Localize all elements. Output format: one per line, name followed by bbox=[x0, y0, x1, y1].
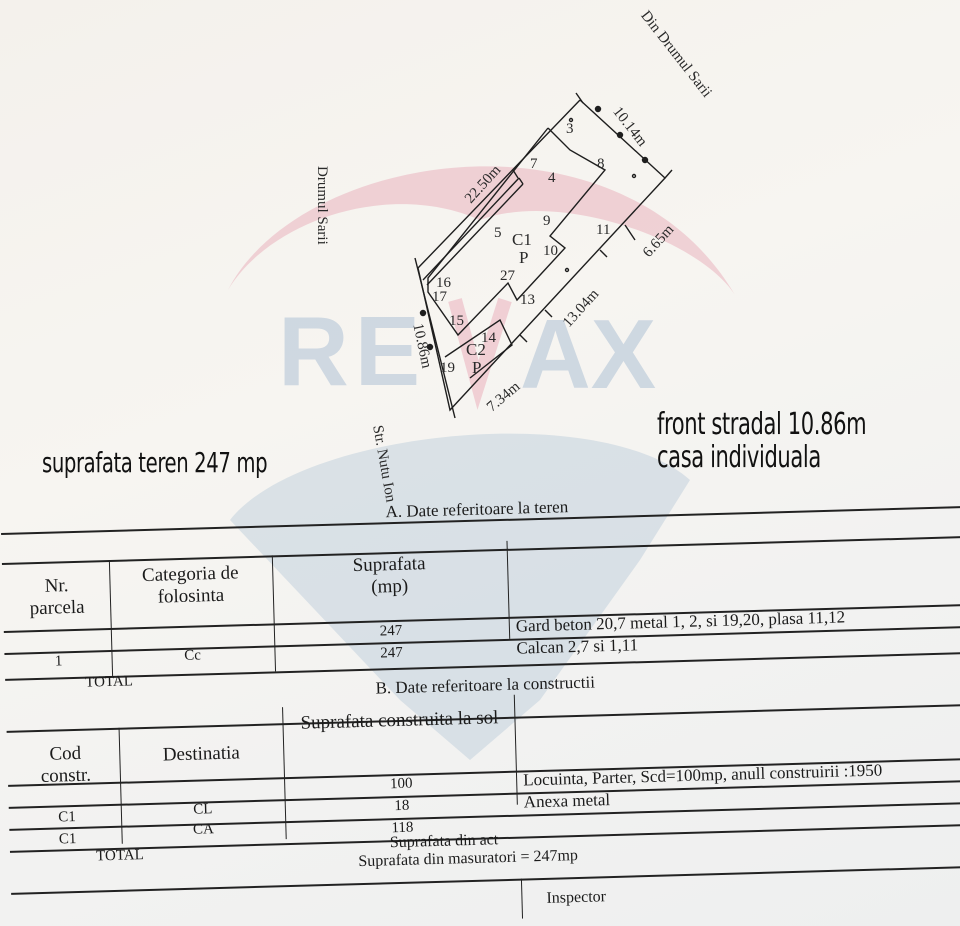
b-row1-destination: CL bbox=[193, 801, 213, 818]
street-front-text: front stradal 10.86m bbox=[657, 407, 867, 442]
section-b-title: B. Date referitoare la constructii bbox=[375, 672, 596, 698]
point-label: 16 bbox=[436, 275, 451, 291]
point-label: 15 bbox=[449, 313, 464, 329]
header-nr-parcela: Nr.parcela bbox=[29, 575, 85, 620]
a-total-label: TOTAL bbox=[85, 673, 134, 691]
point-label: 9 bbox=[543, 213, 551, 229]
b-row2-code: C1 bbox=[58, 831, 77, 848]
header-suprafata-construita: Suprafata construita la sol bbox=[300, 707, 499, 734]
building-c1-outline bbox=[427, 127, 607, 337]
b-row1-note: Locuinta, Parter, Scd=100mp, anull const… bbox=[522, 760, 883, 790]
cadastral-document: A. Date referitoare la teren Nr.parcela … bbox=[0, 468, 960, 926]
point-label: 7 bbox=[530, 156, 538, 172]
building-c1-floor: P bbox=[519, 248, 529, 267]
point-label: 11 bbox=[596, 222, 611, 238]
point-label: 27 bbox=[500, 268, 515, 284]
b-row2-destination: CA bbox=[192, 821, 215, 838]
point-label: 19 bbox=[440, 360, 455, 376]
header-suprafata: Suprafata(mp) bbox=[352, 553, 426, 598]
inspector-label: Inspector bbox=[546, 888, 607, 907]
street-front-caption: front stradal 10.86m casa individuala bbox=[657, 407, 867, 475]
parcel-boundary bbox=[417, 99, 666, 412]
b-row2-note: Anexa metal bbox=[523, 790, 611, 812]
a-total-note: Calcan 2,7 si 1,11 bbox=[516, 635, 639, 658]
point-label: 10 bbox=[543, 243, 558, 259]
header-destinatia: Destinatia bbox=[162, 742, 241, 766]
point-label: 5 bbox=[494, 225, 502, 241]
b-row1-code: C1 bbox=[58, 809, 76, 826]
building-c2-outline bbox=[444, 318, 513, 379]
land-area-caption: suprafata teren 247 mp bbox=[42, 446, 268, 479]
building-c1-code: C1 bbox=[512, 230, 532, 249]
a-row-nr: 1 bbox=[54, 653, 63, 670]
building-c2-floor: P bbox=[472, 358, 482, 377]
b-total-label: TOTAL bbox=[95, 847, 145, 865]
point-label: 4 bbox=[548, 170, 556, 186]
building-c2-code: C2 bbox=[466, 340, 486, 359]
point-label: 8 bbox=[597, 156, 605, 172]
point-label: 14 bbox=[481, 330, 496, 346]
house-type-text: casa individuala bbox=[657, 440, 821, 475]
a-row-category: Cc bbox=[183, 647, 202, 664]
point-label: 13 bbox=[520, 292, 535, 308]
street-label-drumul-sarii: Drumul Sarii bbox=[314, 166, 330, 245]
point-label: 3 bbox=[566, 121, 574, 137]
point-label: 17 bbox=[432, 289, 447, 305]
